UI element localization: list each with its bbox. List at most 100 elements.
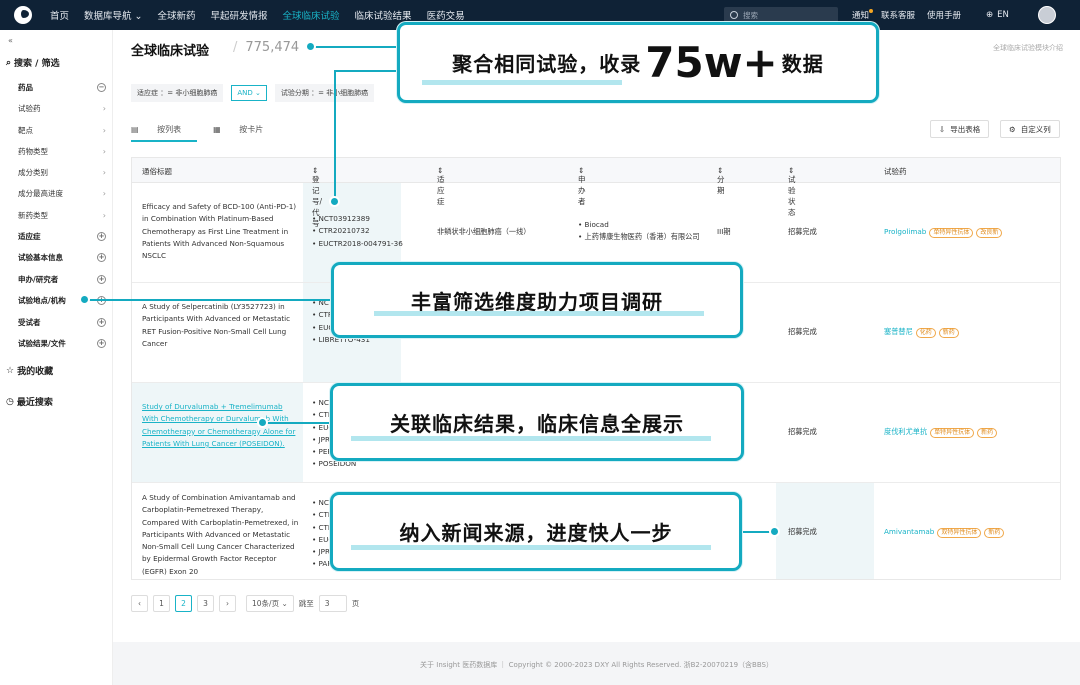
sidebar-item-label: 申办/研究者 [18, 275, 59, 284]
sidebar-item[interactable]: 试验结果/文件+ [18, 338, 106, 349]
callout-4-dot [769, 526, 780, 537]
next-page-button[interactable]: › [219, 595, 236, 612]
search-filter-heading[interactable]: ⌕搜索 / 筛选 [6, 57, 60, 70]
col-drug: 试验药 [884, 167, 907, 176]
gear-icon: ⚙ [1009, 124, 1016, 134]
table-row[interactable]: Study of Durvalumab + Tremelimumab With … [132, 383, 1060, 483]
col-phase[interactable]: 分期 ⇕ [717, 166, 725, 195]
sidebar-item[interactable]: 药物类型› [18, 146, 106, 157]
chevron-right-icon: › [102, 147, 106, 156]
registration-ids: • NCT • CTR • EUC • LIBRETTO-431 [312, 298, 370, 344]
nav-trial-results[interactable]: 临床试验结果 [354, 11, 412, 22]
drug-link[interactable]: 度伐利尤单抗 [884, 427, 928, 436]
list-icon: ▤ [131, 125, 142, 134]
callout-1-dot [305, 41, 316, 52]
col-indication[interactable]: 适应症 ⇕ [437, 166, 445, 206]
col-registration[interactable]: 登记号/代号 ⇕ [312, 166, 323, 228]
table-row[interactable]: A Study of Selpercatinib (LY3527723) in … [132, 283, 1060, 383]
service-link[interactable]: 联系客服 [881, 11, 916, 21]
filter-chip-indication[interactable]: 适应症 ：= 非小细胞肺癌 [131, 84, 224, 102]
chevron-right-icon: › [102, 104, 106, 113]
view-switch: ▤ 按列表 ▦ 按卡片 [131, 124, 295, 142]
drug-tag: 新药 [938, 328, 959, 338]
sidebar-item-label: 新药类型 [18, 211, 48, 220]
sidebar-item-label: 试验药 [18, 104, 41, 113]
drug-link[interactable]: Amivantamab [884, 527, 935, 536]
page-2-current[interactable]: 2 [175, 595, 192, 612]
sidebar-item[interactable]: 成分最高进度 › [18, 188, 106, 199]
custom-columns-button[interactable]: ⚙自定义列 [1000, 120, 1060, 138]
search-icon: ⌕ [6, 57, 12, 68]
logic-operator-select[interactable]: AND ⌄ [231, 85, 267, 101]
recent-search-link[interactable]: ◷最近搜索 [6, 396, 53, 409]
page-unit-label: 页 [351, 599, 360, 608]
drug-tag: 双特异性抗体 [937, 528, 982, 538]
language-switch[interactable]: ⊕EN [986, 10, 1009, 20]
col-status[interactable]: 试验状态 ⇕ [788, 166, 796, 217]
pagination: ‹ 1 2 3 › 10条/页 ⌄ 跳至 3 页 [131, 595, 359, 612]
nav-deals[interactable]: 医药交易 [426, 11, 465, 22]
drug-link[interactable]: 塞普替尼 [884, 327, 913, 336]
collapse-sidebar-button[interactable]: « [8, 36, 13, 45]
notice-badge [869, 9, 873, 13]
jump-page-input[interactable]: 3 [318, 595, 347, 612]
nav-home[interactable]: 首页 [50, 11, 70, 22]
registration-ids: • NCT • CTR • EUC • JPR • PER • POSEIDON [312, 398, 357, 469]
tab-card-view[interactable]: ▦ 按卡片 [213, 125, 264, 134]
indication: 非鳞状非小细胞肺癌（一线） [437, 227, 531, 236]
prev-page-button[interactable]: ‹ [131, 595, 148, 612]
col-title[interactable]: 通俗标题 [142, 167, 172, 176]
nav-global-drugs[interactable]: 全球新药 [157, 11, 196, 22]
footer-copyright: 关于 Insight 医药数据库 ｜ Copyright © 2000-2023… [420, 661, 773, 669]
callout-underline [422, 80, 622, 85]
sidebar-item[interactable]: 靶点› [18, 125, 106, 136]
search-input[interactable]: 搜索 [724, 7, 838, 23]
manual-link[interactable]: 使用手册 [927, 11, 962, 21]
sidebar-item[interactable]: 试验基本信息+ [18, 252, 106, 263]
trial-title[interactable]: Efficacy and Safety of BCD-100 (Anti-PD-… [142, 202, 297, 261]
chevron-right-icon: › [102, 126, 106, 135]
trial-title[interactable]: Study of Durvalumab + Tremelimumab With … [142, 402, 296, 448]
sidebar-item-label: 药品 [18, 83, 33, 92]
sidebar-item-label: 成分最高进度 [18, 189, 63, 198]
col-sponsor[interactable]: 申办者 ⇕ [578, 166, 586, 206]
export-table-button[interactable]: ⇩导出表格 [930, 120, 990, 138]
favorites-link[interactable]: ☆我的收藏 [6, 365, 54, 378]
callout-underline [374, 311, 704, 316]
chevron-right-icon: › [102, 168, 106, 177]
sidebar-item[interactable]: 新药类型› [18, 210, 106, 221]
expand-icon: + [97, 339, 106, 348]
sidebar-item[interactable]: 药品− [18, 82, 106, 93]
page-1[interactable]: 1 [153, 595, 170, 612]
user-avatar[interactable] [1038, 6, 1056, 24]
nav-database[interactable]: 数据库导航 ⌄ [84, 11, 143, 22]
notice-link[interactable]: 通知 [852, 11, 870, 21]
page-3[interactable]: 3 [197, 595, 214, 612]
nav-global-trials[interactable]: 全球临床试验 [282, 11, 340, 22]
registration-ids: • NCT03912389 • CTR20210732 • EUCTR2018-… [312, 214, 403, 248]
dxy-logo[interactable] [14, 6, 32, 24]
trial-status: 招募完成 [788, 527, 817, 536]
filter-sidebar: « ⌕搜索 / 筛选 药品−试验药›靶点›药物类型›成分类别›成分最高进度›新药… [0, 30, 113, 685]
sidebar-item[interactable]: 申办/研究者+ [18, 274, 106, 285]
table-header: 通俗标题 登记号/代号 ⇕ 适应症 ⇕ 申办者 ⇕ 分期 ⇕ 试验状态 ⇕ 试验… [132, 158, 1060, 228]
tab-list-view[interactable]: ▤ 按列表 [131, 124, 198, 142]
sidebar-item[interactable]: 试验药 › [18, 103, 106, 114]
page-size-select[interactable]: 10条/页 ⌄ [246, 595, 294, 612]
trial-drug-cell: 度伐利尤单抗单特异性抗体新药 [884, 426, 1059, 438]
sidebar-item[interactable]: 受试者+ [18, 317, 106, 328]
module-intro-link[interactable]: 全球临床试验模块介绍 [993, 44, 1063, 52]
drug-link[interactable]: Prolgolimab [884, 227, 927, 236]
chevron-right-icon: › [102, 189, 106, 198]
trial-status: 招募完成 [788, 227, 817, 236]
trial-title[interactable]: A Study of Combination Amivantamab and C… [142, 493, 299, 576]
filter-chip-phase[interactable]: 试验分期 ：= 非小细胞肺癌 [274, 84, 375, 102]
callout-3-dot [257, 417, 268, 428]
table-row[interactable]: A Study of Combination Amivantamab and C… [132, 483, 1060, 579]
sidebar-item[interactable]: 成分类别› [18, 167, 106, 178]
trials-table: 通俗标题 登记号/代号 ⇕ 适应症 ⇕ 申办者 ⇕ 分期 ⇕ 试验状态 ⇕ 试验… [131, 157, 1061, 580]
nav-early-rd[interactable]: 早起研发情报 [210, 11, 268, 22]
trial-title[interactable]: A Study of Selpercatinib (LY3527723) in … [142, 302, 291, 348]
sidebar-item[interactable]: 适应症+ [18, 231, 106, 242]
